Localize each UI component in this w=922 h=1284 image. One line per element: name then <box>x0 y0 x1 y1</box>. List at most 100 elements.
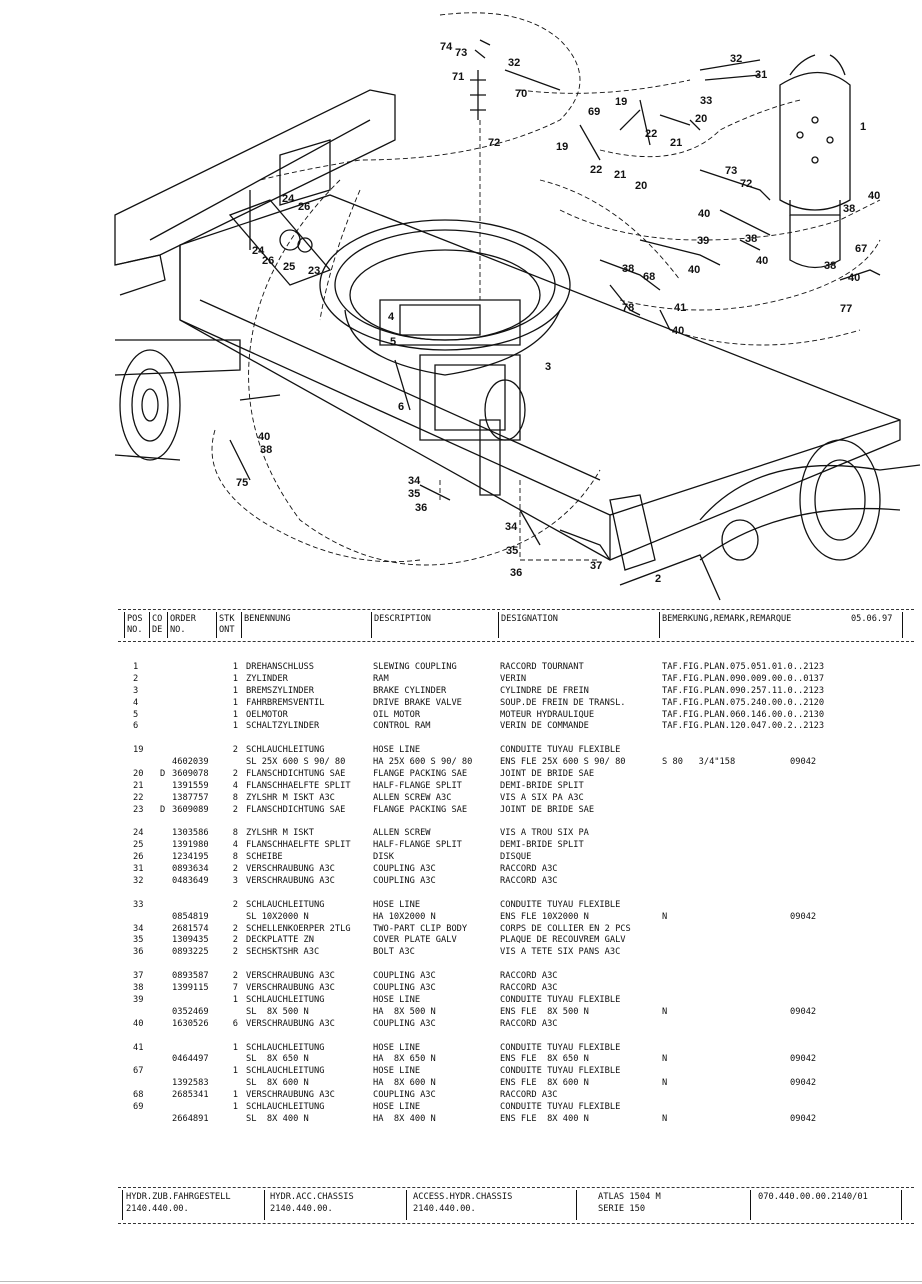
pos-cell: 69 <box>133 1101 144 1112</box>
callout-38: 38 <box>260 444 272 456</box>
benennung-cell: SL 8X 400 N <box>246 1113 309 1124</box>
benennung-cell: VERSCHRAUBUNG A3C <box>246 983 335 994</box>
exploded-view-drawing: 74 73 71 70 72 32 69 19 22 20 21 19 22 2… <box>114 12 921 601</box>
order-number-cell: 0483649 <box>172 876 209 887</box>
benennung-cell: FLANSCHDICHTUNG SAE <box>246 804 346 815</box>
quantity-cell: 8 <box>232 852 238 863</box>
benennung-cell: VERSCHRAUBUNG A3C <box>246 971 335 982</box>
callout-26: 26 <box>262 255 274 267</box>
order-number-cell: 1391559 <box>172 780 209 791</box>
callout-40: 40 <box>672 325 684 337</box>
quantity-cell: 4 <box>232 780 238 791</box>
slewing-ring <box>319 219 571 351</box>
pos-cell: 23 <box>133 804 144 815</box>
quantity-cell: 7 <box>232 983 238 994</box>
designation-cell: MOTEUR HYDRAULIQUE <box>500 709 595 720</box>
designation-cell: RACCORD A3C <box>500 1018 558 1029</box>
quantity-cell: 1 <box>232 709 238 720</box>
quantity-cell: 2 <box>232 864 238 875</box>
remark-cell: S 80 3/4"158 <box>662 757 736 768</box>
designation-cell: VIS A SIX PA A3C <box>500 792 584 803</box>
callout-69: 69 <box>588 106 600 118</box>
callout-40: 40 <box>868 190 880 202</box>
callout-22: 22 <box>645 128 657 140</box>
callout-25: 25 <box>283 261 295 273</box>
callout-72: 72 <box>740 178 752 190</box>
benennung-cell: BREMSZYLINDER <box>246 685 314 696</box>
benennung-cell: VERSCHRAUBUNG A3C <box>246 876 335 887</box>
description-cell: HOSE LINE <box>373 994 421 1005</box>
order-number-cell: 0854819 <box>172 911 209 922</box>
callout-78: 78 <box>622 302 634 314</box>
description-cell: COVER PLATE GALV <box>373 935 457 946</box>
description-cell: HA 8X 500 N <box>373 1006 436 1017</box>
remark-cell: TAF.FIG.PLAN.075.240.00.0..2120 <box>662 697 825 708</box>
callout-67: 67 <box>855 243 867 255</box>
callout-34: 34 <box>505 521 518 533</box>
description-cell: COUPLING A3C <box>373 983 436 994</box>
description-cell: HA 8X 600 N <box>373 1078 436 1089</box>
callout-73: 73 <box>725 165 737 177</box>
pos-cell: 35 <box>133 935 144 946</box>
benennung-cell: SCHLAUCHLEITUNG <box>246 745 325 756</box>
benennung-cell: FLANSCHDICHTUNG SAE <box>246 769 346 780</box>
pos-cell: 2 <box>133 673 139 684</box>
pos-cell: 68 <box>133 1090 144 1101</box>
callout-21: 21 <box>670 137 682 149</box>
remark-cell: TAF.FIG.PLAN.060.146.00.0..2130 <box>662 709 825 720</box>
description-cell: HA 10X2000 N <box>373 911 436 922</box>
description-cell: BRAKE CYLINDER <box>373 685 447 696</box>
quantity-cell: 2 <box>232 745 238 756</box>
callout-70: 70 <box>515 88 527 100</box>
pos-cell: 33 <box>133 899 144 910</box>
pos-cell: 19 <box>133 745 144 756</box>
designation-cell: VIS A TROU SIX PA <box>500 828 589 839</box>
quantity-cell: 1 <box>232 697 238 708</box>
designation-cell: ENS FLE 25X 600 S 90/ 80 <box>500 757 626 768</box>
benennung-cell: SCHLAUCHLEITUNG <box>246 899 325 910</box>
designation-cell: CONDUITE TUYAU FLEXIBLE <box>500 1101 621 1112</box>
description-cell: HA 25X 600 S 90/ 80 <box>373 757 473 768</box>
callout-20: 20 <box>635 180 647 192</box>
remark-cell: TAF.FIG.PLAN.120.047.00.2..2123 <box>662 721 825 732</box>
designation-cell: RACCORD A3C <box>500 864 558 875</box>
reference-cell: 09042 <box>790 911 817 922</box>
description-cell: COUPLING A3C <box>373 1090 436 1101</box>
benennung-cell: DREHANSCHLUSS <box>246 662 314 672</box>
designation-cell: JOINT DE BRIDE SAE <box>500 769 595 780</box>
pos-cell: 26 <box>133 852 144 863</box>
designation-cell: CORPS DE COLLIER EN 2 PCS <box>500 923 631 934</box>
callout-72: 72 <box>488 137 500 149</box>
quantity-cell: 2 <box>232 935 238 946</box>
remark-cell: TAF.FIG.PLAN.090.257.11.0..2123 <box>662 685 825 696</box>
order-number-cell: 1234195 <box>172 852 209 863</box>
description-cell: HOSE LINE <box>373 1066 421 1077</box>
pos-cell: 21 <box>133 780 144 791</box>
designation-cell: RACCORD A3C <box>500 971 558 982</box>
designation-cell: RACCORD A3C <box>500 876 558 887</box>
description-cell: FLANGE PACKING SAE <box>373 804 468 815</box>
col-benennung-label: BENENNUNG <box>244 614 291 624</box>
benennung-cell: SCHEIBE <box>246 852 283 863</box>
callout-31: 31 <box>755 69 767 81</box>
callout-21: 21 <box>614 169 626 181</box>
order-number-cell: 1399115 <box>172 983 209 994</box>
order-number-cell: 2685341 <box>172 1090 209 1101</box>
callout-4: 4 <box>388 311 395 323</box>
designation-cell: CONDUITE TUYAU FLEXIBLE <box>500 899 621 910</box>
pos-cell: 34 <box>133 923 144 934</box>
callout-20: 20 <box>695 113 707 125</box>
quantity-cell: 2 <box>232 899 238 910</box>
pos-cell: 32 <box>133 876 144 887</box>
